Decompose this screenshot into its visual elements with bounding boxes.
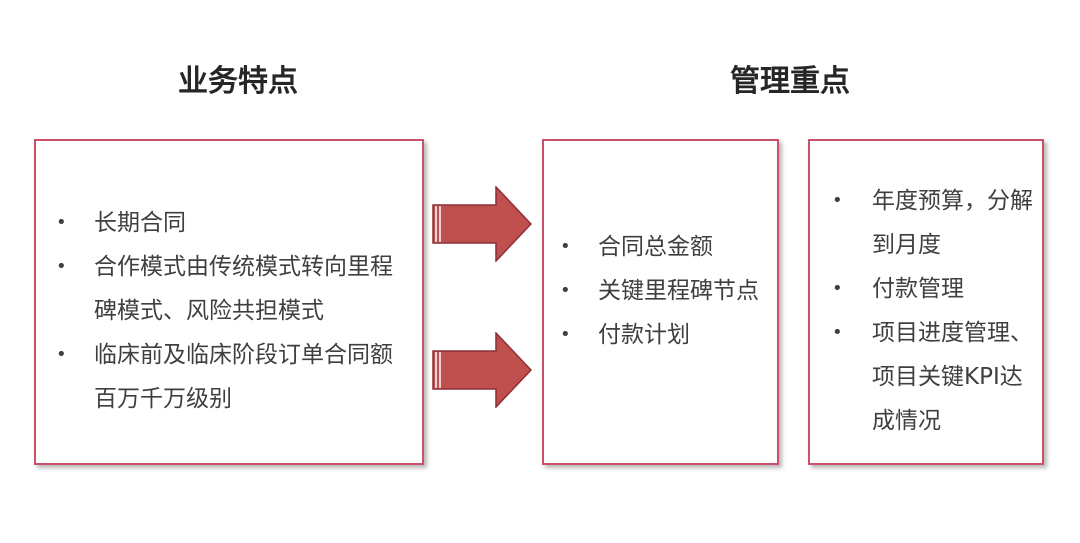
list-item-text: 年度预算，分解到月度 xyxy=(872,188,1033,258)
business-features-heading: 业务特点 xyxy=(178,64,298,99)
bullet-icon: • xyxy=(56,212,67,233)
list-item-text: 付款计划 xyxy=(598,322,690,348)
bullet-icon: • xyxy=(560,236,571,257)
budget-focus-list: • 年度预算，分解到月度 • 付款管理 • 项目进度管理、项目关键KPI达成情况 xyxy=(832,179,1042,443)
right-arrow-icon xyxy=(432,186,532,262)
bullet-icon: • xyxy=(832,322,843,343)
bullet-icon: • xyxy=(832,190,843,211)
contract-focus-list: • 合同总金额 • 关键里程碑节点 • 付款计划 xyxy=(560,225,775,357)
bullet-icon: • xyxy=(56,256,67,277)
list-item: • 付款管理 xyxy=(832,267,1042,311)
management-focus-box-contract: • 合同总金额 • 关键里程碑节点 • 付款计划 xyxy=(542,139,779,465)
list-item-text: 合作模式由传统模式转向里程碑模式、风险共担模式 xyxy=(94,254,393,324)
list-item-text: 项目进度管理、项目关键KPI达成情况 xyxy=(872,320,1033,434)
list-item: • 临床前及临床阶段订单合同额百万千万级别 xyxy=(56,333,396,421)
list-item-text: 关键里程碑节点 xyxy=(598,278,759,304)
list-item-text: 付款管理 xyxy=(872,276,964,302)
business-features-box: • 长期合同 • 合作模式由传统模式转向里程碑模式、风险共担模式 • 临床前及临… xyxy=(34,139,424,465)
list-item: • 合作模式由传统模式转向里程碑模式、风险共担模式 xyxy=(56,245,396,333)
list-item: • 长期合同 xyxy=(56,201,396,245)
list-item: • 合同总金额 xyxy=(560,225,775,269)
list-item: • 年度预算，分解到月度 xyxy=(832,179,1042,267)
bullet-icon: • xyxy=(560,280,571,301)
bullet-icon: • xyxy=(560,324,571,345)
bullet-icon: • xyxy=(832,278,843,299)
right-arrow-icon xyxy=(432,332,532,408)
bullet-icon: • xyxy=(56,344,67,365)
list-item: • 关键里程碑节点 xyxy=(560,269,775,313)
management-focus-box-budget: • 年度预算，分解到月度 • 付款管理 • 项目进度管理、项目关键KPI达成情况 xyxy=(808,139,1044,465)
list-item-text: 合同总金额 xyxy=(598,234,713,260)
list-item-text: 长期合同 xyxy=(94,210,186,236)
management-focus-heading: 管理重点 xyxy=(730,64,850,99)
business-features-list: • 长期合同 • 合作模式由传统模式转向里程碑模式、风险共担模式 • 临床前及临… xyxy=(56,201,396,421)
list-item: • 付款计划 xyxy=(560,313,775,357)
list-item: • 项目进度管理、项目关键KPI达成情况 xyxy=(832,311,1042,443)
list-item-text: 临床前及临床阶段订单合同额百万千万级别 xyxy=(94,342,393,412)
